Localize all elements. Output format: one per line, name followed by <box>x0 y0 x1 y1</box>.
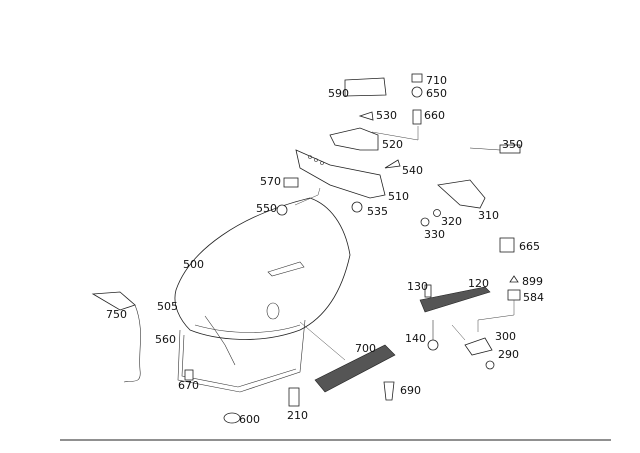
pin-part[interactable] <box>509 275 519 283</box>
washer-part[interactable] <box>433 209 441 217</box>
part-label: 500 <box>183 258 204 271</box>
part-label: 310 <box>478 209 499 222</box>
part-label: 560 <box>155 333 176 346</box>
screw-part[interactable] <box>485 360 495 370</box>
screw-part[interactable] <box>427 339 439 351</box>
plug-part[interactable] <box>499 237 515 253</box>
part-label: 520 <box>382 138 403 151</box>
gas-strut-part[interactable] <box>469 144 521 154</box>
part-label: 665 <box>519 240 540 253</box>
connector-part[interactable] <box>507 289 521 301</box>
clip-part[interactable] <box>424 284 432 298</box>
part-label: 290 <box>498 348 519 361</box>
part-label: 690 <box>400 384 421 397</box>
part-label: 650 <box>426 87 447 100</box>
trunk-lid-part[interactable] <box>174 197 351 340</box>
release-cable-part[interactable] <box>91 291 141 383</box>
part-label: 350 <box>502 138 523 151</box>
part-label: 505 <box>157 300 178 313</box>
nut-part[interactable] <box>276 204 288 216</box>
lock-plate-part[interactable] <box>419 286 491 313</box>
clip-part[interactable] <box>383 381 395 401</box>
pad-part[interactable] <box>283 177 299 188</box>
part-label: 550 <box>256 202 277 215</box>
part-label: 530 <box>376 109 397 122</box>
seal-frame-part[interactable] <box>177 315 306 393</box>
part-label: 590 <box>328 87 349 100</box>
spring-part[interactable] <box>288 387 300 407</box>
part-label: 700 <box>355 342 376 355</box>
part-label: 210 <box>287 409 308 422</box>
screw-part[interactable] <box>384 159 401 169</box>
part-label: 140 <box>405 332 426 345</box>
lock-part[interactable] <box>464 337 493 356</box>
handle-strip-part[interactable] <box>314 344 396 393</box>
hinge-part[interactable] <box>294 149 386 206</box>
part-label: 300 <box>495 330 516 343</box>
screw-part[interactable] <box>358 111 374 121</box>
part-label: 600 <box>239 413 260 426</box>
bumper-part[interactable] <box>184 369 194 381</box>
badge-part[interactable] <box>344 77 387 97</box>
part-label: 510 <box>388 190 409 203</box>
part-label: 130 <box>407 280 428 293</box>
screw-head-part[interactable] <box>420 217 430 227</box>
handle-part[interactable] <box>437 179 486 209</box>
part-label: 710 <box>426 74 447 87</box>
part-label: 570 <box>260 175 281 188</box>
part-label: 120 <box>468 277 489 290</box>
part-label: 535 <box>367 205 388 218</box>
sleeve-part[interactable] <box>412 109 422 125</box>
buffer-part[interactable] <box>223 412 241 424</box>
part-label: 670 <box>178 379 199 392</box>
part-label: 750 <box>106 308 127 321</box>
part-label: 330 <box>424 228 445 241</box>
nut-part[interactable] <box>351 201 363 213</box>
bolt-part[interactable] <box>411 86 423 98</box>
part-label: 584 <box>523 291 544 304</box>
part-label: 899 <box>522 275 543 288</box>
part-label: 540 <box>402 164 423 177</box>
cap-part[interactable] <box>411 73 423 83</box>
part-label: 660 <box>424 109 445 122</box>
hinge-cover-part[interactable] <box>329 127 379 151</box>
part-label: 320 <box>441 215 462 228</box>
